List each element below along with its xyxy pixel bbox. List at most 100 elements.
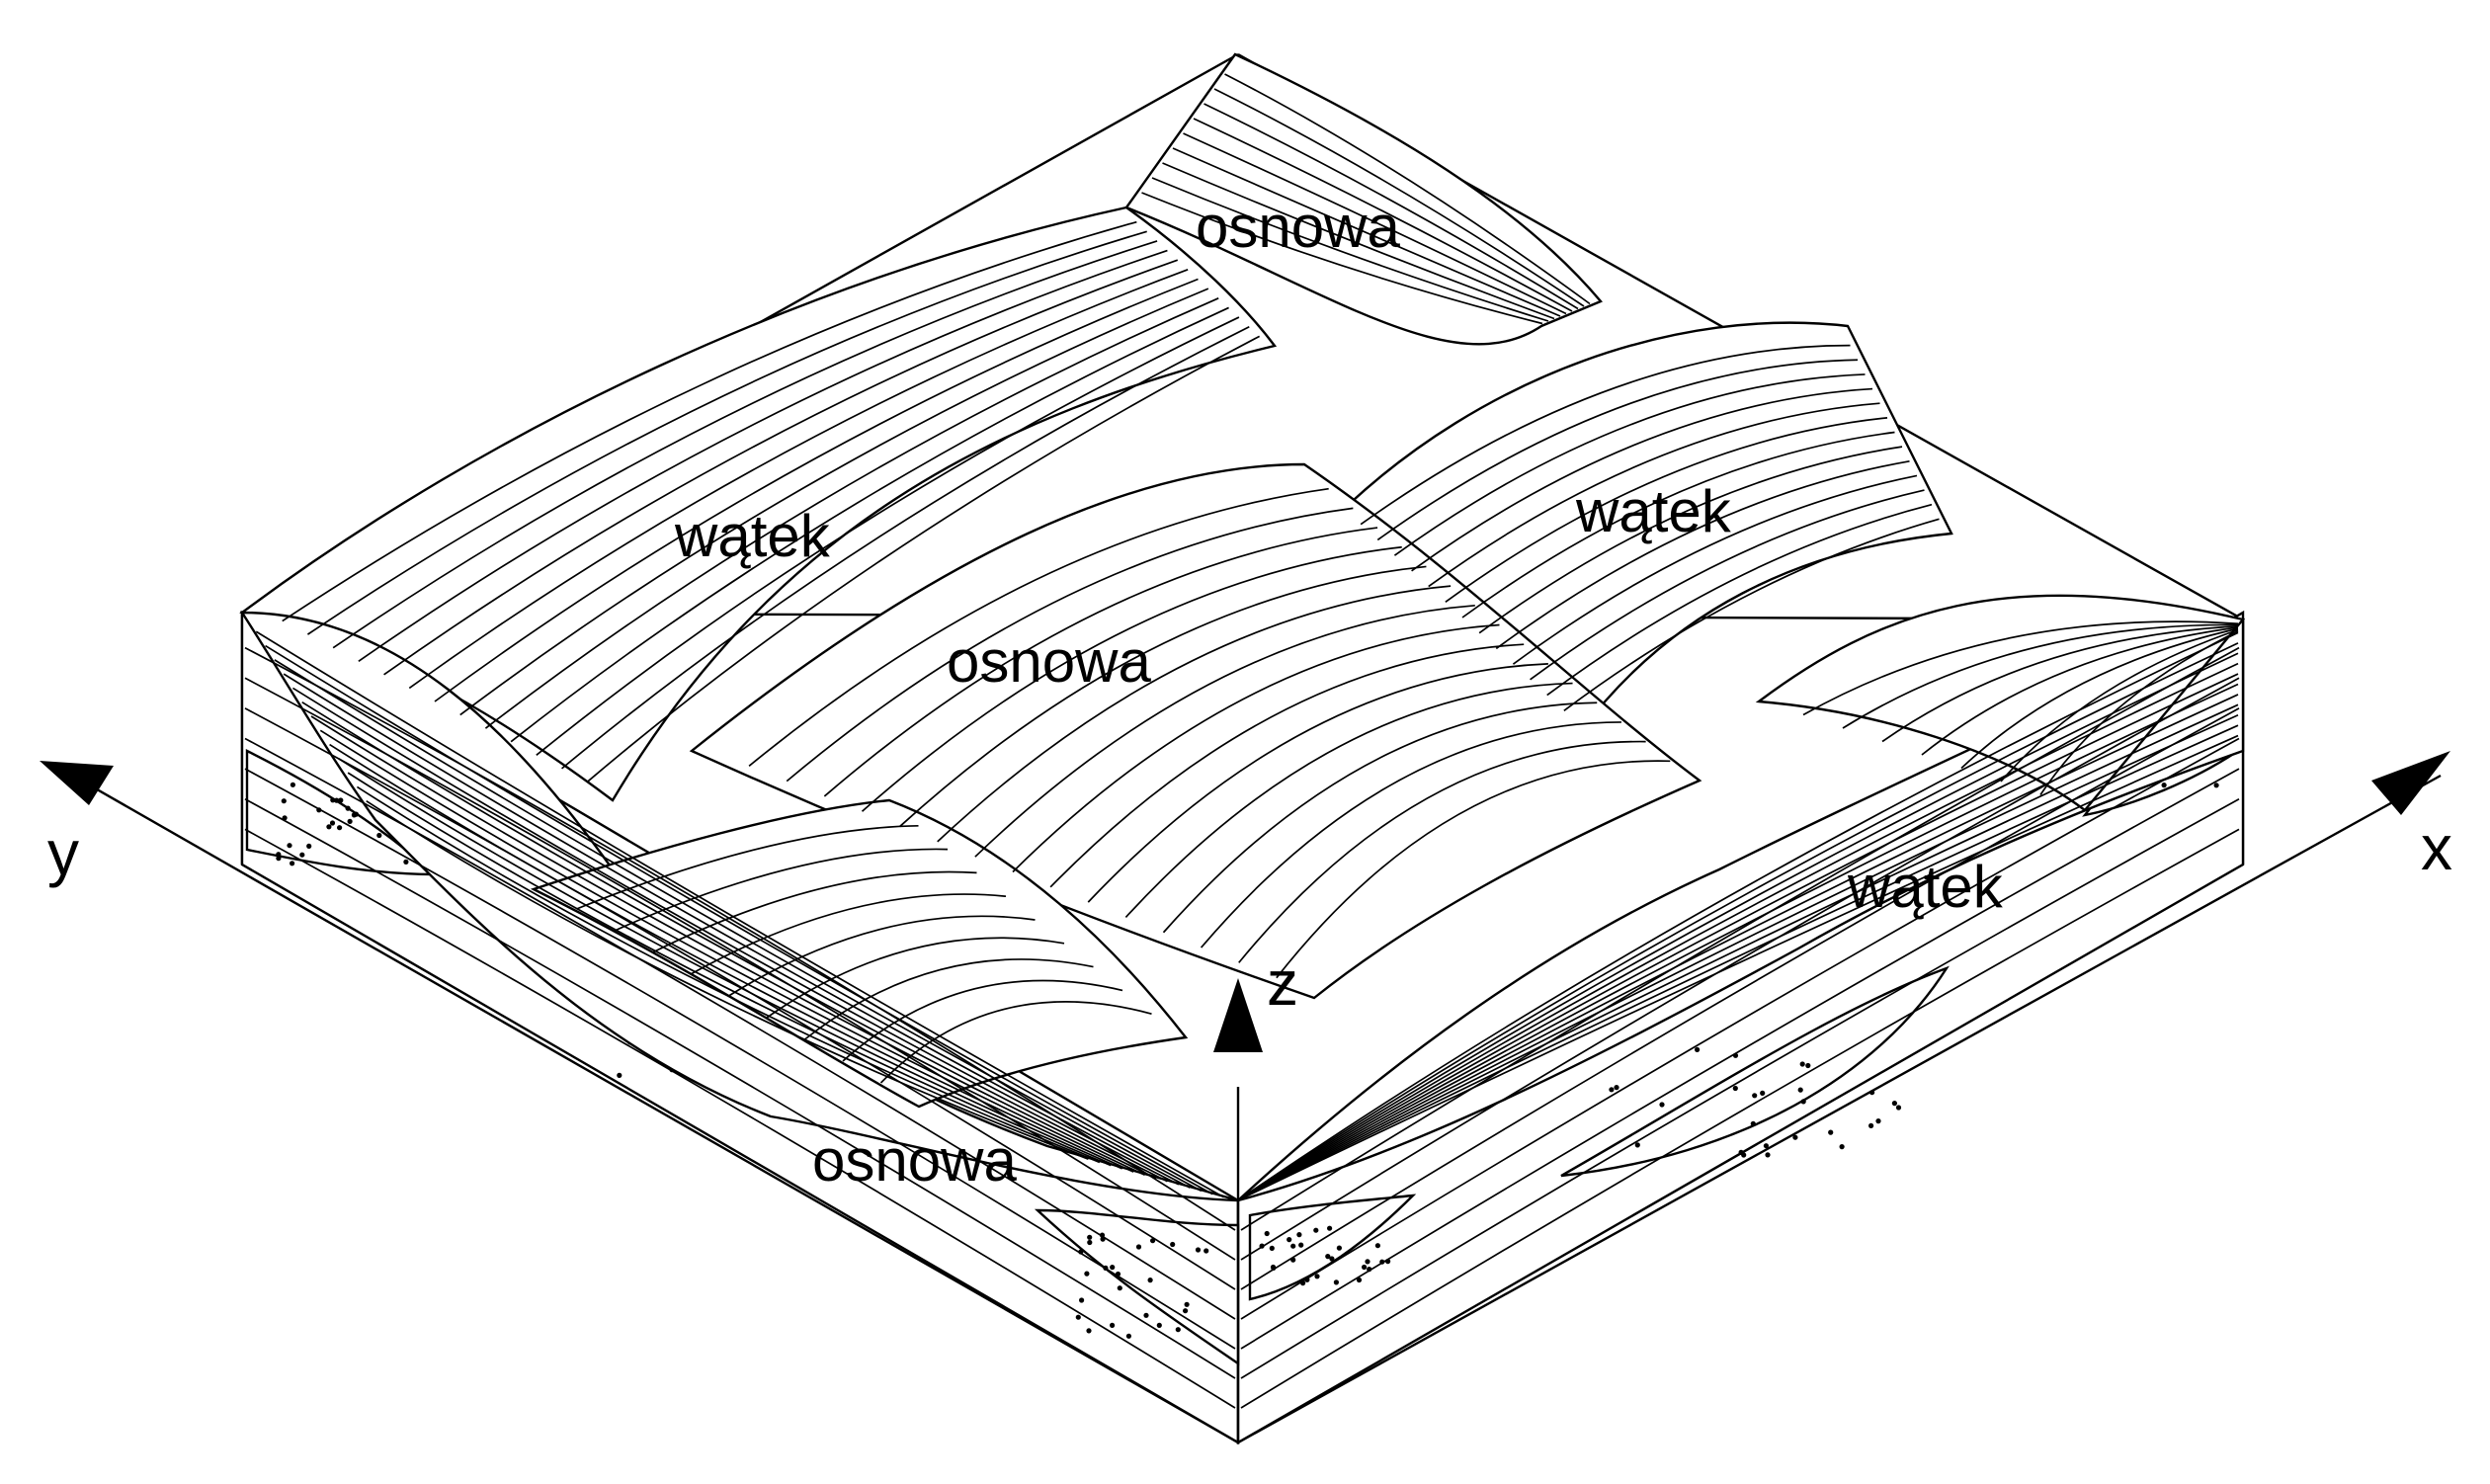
cross-section-dot (1298, 1242, 1304, 1248)
cross-section-dot (1110, 1265, 1116, 1271)
cross-section-dot (345, 805, 351, 811)
cross-section-dot (1264, 1230, 1270, 1237)
yarn-fiber (899, 565, 1427, 828)
warp-band-center (689, 462, 1702, 1000)
yarn-fiber (1141, 192, 1543, 325)
cross-section-dot (1075, 1314, 1081, 1320)
yarn-fiber (332, 240, 1158, 649)
cross-section-dot (1634, 1142, 1640, 1148)
cross-section-dot (1325, 1254, 1331, 1260)
yarn-fiber (244, 798, 1236, 1379)
cross-section-dot (1150, 1238, 1156, 1244)
cross-section-dot (338, 797, 344, 803)
cross-section-dot (1741, 1152, 1747, 1158)
yarn-fiber (974, 604, 1475, 858)
cross-section-dot (299, 852, 305, 858)
yarn-fiber (1242, 662, 2239, 1198)
yarn-fiber (244, 646, 1236, 1231)
cross-section-dot (1110, 1322, 1116, 1328)
yarn-fiber (244, 677, 1236, 1261)
yarn-fiber (536, 316, 1240, 756)
cross-section-dot (1752, 1093, 1758, 1099)
cross-section-dot (1614, 1085, 1619, 1091)
cross-section-dot (1313, 1227, 1319, 1233)
cross-section-dot (1765, 1152, 1771, 1158)
y-axis-arrowhead (40, 761, 114, 805)
yarn-fiber (1124, 682, 1573, 919)
yarn-fiber (383, 259, 1179, 676)
yarn-fibers (244, 73, 2240, 1409)
cross-section-dot (334, 797, 340, 803)
yarn-fiber (459, 288, 1209, 716)
cross-section-dot (1895, 1105, 1902, 1111)
yarn-fiber (265, 644, 1213, 1195)
yarn-fiber (1239, 703, 2239, 1200)
label-watek-top-left: wątek (674, 503, 831, 569)
yarn-fiber (1172, 147, 1561, 317)
cross-section-dot (1868, 1122, 1874, 1128)
cross-section-dot (276, 852, 282, 858)
yarn-fiber (1921, 626, 2239, 756)
cross-section-dot (1195, 1247, 1202, 1253)
cross-section-dot (1805, 1062, 1811, 1069)
yarn-fiber (1193, 118, 1573, 312)
cross-section-dot (290, 861, 295, 866)
weft-band-top-left (239, 206, 1278, 802)
cross-section-dot (1086, 1328, 1092, 1334)
cross-section-dot (1147, 1278, 1153, 1283)
cross-section-dot (1290, 1243, 1296, 1249)
yarn-fiber (1162, 701, 1598, 934)
cross-section-dot (347, 818, 353, 825)
yarn-fiber (366, 799, 1089, 1161)
yarn-fiber (1204, 103, 1579, 310)
label-watek-top-right: wątek (1575, 478, 1732, 544)
cross-section-dot (1695, 1046, 1701, 1052)
cross-section-dot (306, 843, 312, 850)
cross-section-dot (1170, 1241, 1176, 1248)
cross-section-dot (1374, 1243, 1380, 1249)
yarn-fiber (786, 507, 1354, 783)
cross-section-dot (1327, 1225, 1333, 1231)
yarn-fiber (274, 659, 1203, 1193)
yarn-fiber (937, 585, 1452, 843)
yarn-fiber (561, 325, 1250, 770)
yarn-fiber (434, 278, 1199, 702)
yarn-fiber (1495, 459, 1910, 650)
cross-section-dot (2213, 783, 2219, 788)
cross-section-dot (1336, 1245, 1342, 1251)
yarn-fiber (1563, 518, 1940, 711)
yarn-fiber (823, 527, 1378, 797)
yarn-fiber (1360, 344, 1851, 526)
yarn-fiber (1049, 643, 1525, 888)
yarn-fiber (244, 737, 1236, 1320)
yarn-fiber (1162, 162, 1555, 320)
yarn-fiber (358, 249, 1168, 662)
yarn-fiber (1238, 734, 2239, 1201)
cross-section-dot (329, 820, 336, 826)
yarn-fiber (1428, 402, 1880, 588)
yarn-fiber (1960, 627, 2239, 770)
label-osnowa-center: osnowa (947, 628, 1151, 695)
cross-section-dot (1204, 1248, 1209, 1254)
cross-section-dot (1117, 1285, 1122, 1291)
axis-label-y: y (47, 817, 79, 888)
cross-section-dot (1875, 1118, 1881, 1124)
yarn-fiber (1200, 721, 1621, 948)
cross-section-dot (617, 1072, 622, 1078)
cross-section-dot (276, 856, 282, 862)
yarn-fiber (244, 768, 1236, 1350)
cross-section-dot (287, 843, 292, 849)
axis-label-z: z (1267, 948, 1298, 1019)
cross-section-dot (1125, 1333, 1131, 1339)
yarn-fiber (408, 269, 1189, 690)
cross-section-dot (1828, 1129, 1834, 1135)
cross-section-dot (281, 798, 287, 804)
yarn-fiber (1445, 417, 1888, 603)
yarn-fiber (576, 824, 919, 910)
cross-section-dot (1609, 1087, 1615, 1093)
cross-section-dot (1763, 1143, 1769, 1149)
yarn-fiber (586, 335, 1261, 783)
yarn-fiber (1240, 694, 2239, 1199)
cross-section-dot (1799, 1061, 1805, 1067)
